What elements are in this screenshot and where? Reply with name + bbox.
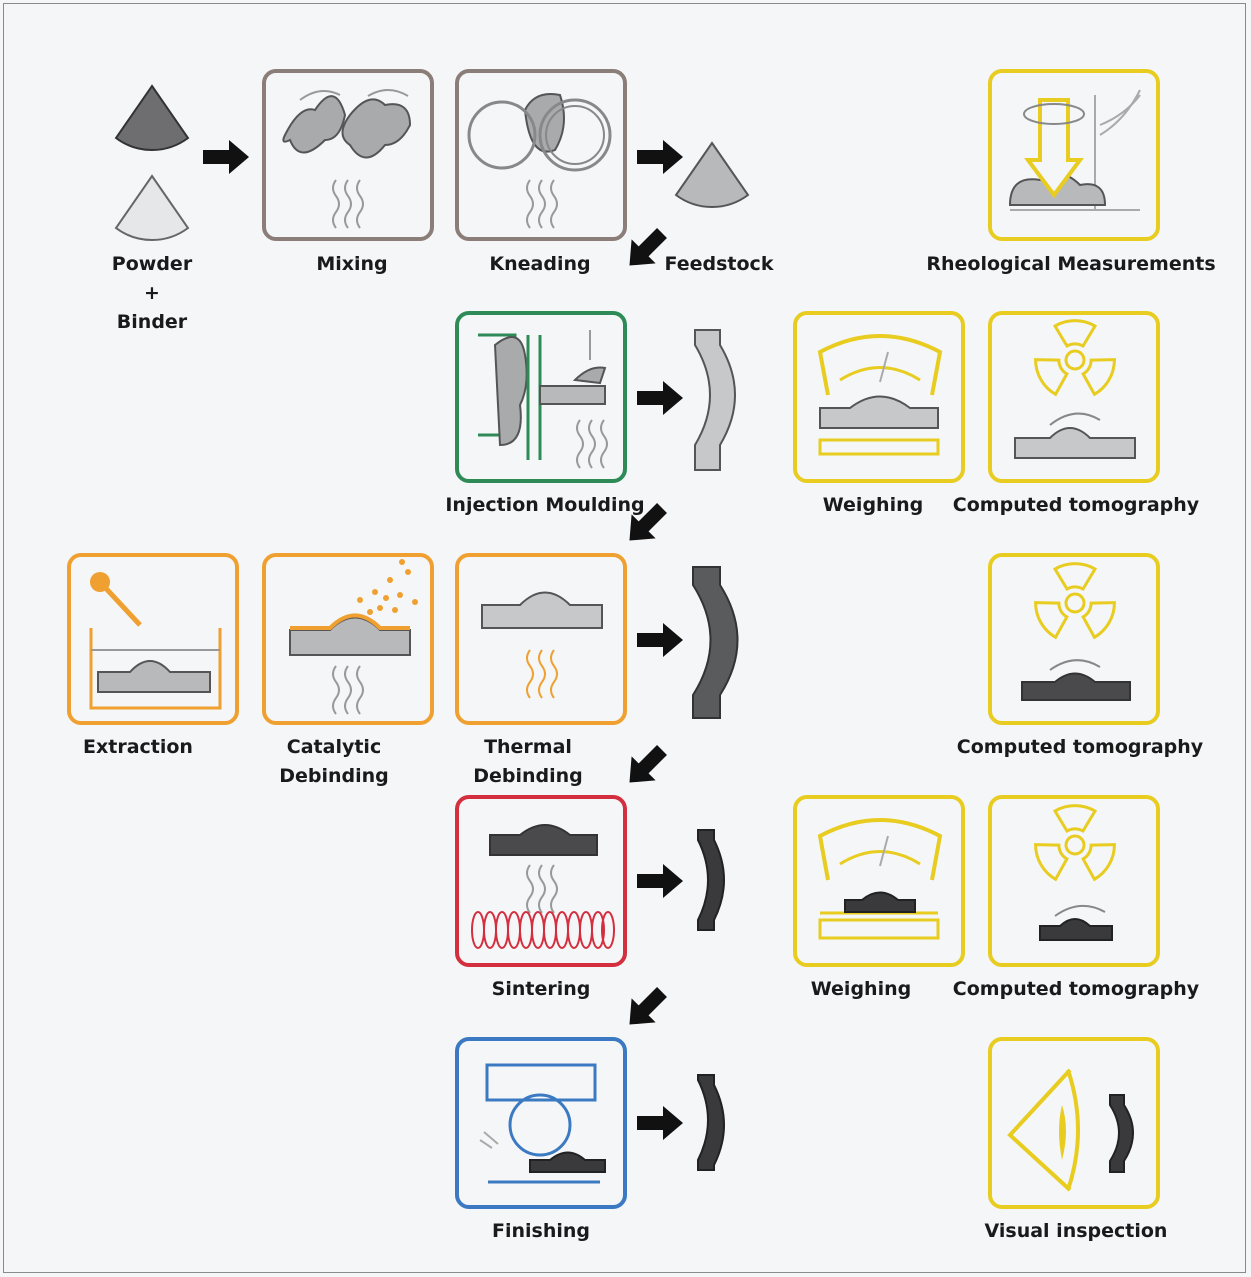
finishing-label: Finishing [492, 1220, 590, 1242]
weighing-box-1 [793, 311, 965, 483]
arrow-down-to-finishing-icon [617, 979, 675, 1037]
arrow-to-brown-part-icon [637, 623, 683, 657]
binder-icon [114, 174, 190, 241]
binder-label: Binder [117, 311, 188, 333]
arrow-to-green-part-icon [637, 381, 683, 415]
arrow-to-feedstock-icon [637, 140, 683, 174]
brown-part-icon [692, 566, 739, 719]
thermal-label-2: Debinding [473, 765, 583, 787]
ct-label-2: Computed tomography [957, 736, 1204, 758]
thermal-debinding-box [455, 553, 627, 725]
visual-inspection-box [988, 1037, 1160, 1209]
rheological-label: Rheological Measurements [926, 253, 1215, 275]
ct-label-1: Computed tomography [953, 494, 1200, 516]
sintered-part-icon [697, 829, 725, 931]
kneading-label: Kneading [489, 253, 590, 275]
sintering-label: Sintering [492, 978, 591, 1000]
weighing-label-2: Weighing [811, 978, 911, 1000]
mixing-label: Mixing [316, 253, 387, 275]
injection-moulding-box [455, 311, 627, 483]
catalytic-label-2: Debinding [279, 765, 389, 787]
powder-icon [114, 84, 190, 151]
powder-label: Powder [112, 253, 193, 275]
figure-border [3, 3, 1246, 1273]
arrow-to-finished-part-icon [637, 1106, 683, 1140]
rheological-box [988, 69, 1160, 241]
injection-label: Injection Moulding [445, 494, 644, 516]
ct-box-3 [988, 795, 1160, 967]
catalytic-label-1: Catalytic [287, 736, 381, 758]
arrow-to-mixing-icon [203, 140, 249, 174]
weighing-box-2 [793, 795, 965, 967]
finishing-box [455, 1037, 627, 1209]
ct-label-3: Computed tomography [953, 978, 1200, 1000]
sintering-box [455, 795, 627, 967]
visual-inspection-label: Visual inspection [985, 1220, 1168, 1242]
plus-label: + [144, 282, 160, 304]
catalytic-debinding-box [262, 553, 434, 725]
kneading-box [455, 69, 627, 241]
ct-box-2 [988, 553, 1160, 725]
arrow-to-sintered-part-icon [637, 864, 683, 898]
weighing-label-1: Weighing [823, 494, 923, 516]
finished-part-icon [697, 1074, 725, 1171]
ct-box-1 [988, 311, 1160, 483]
feedstock-icon [674, 141, 750, 208]
arrow-down-to-sintering-icon [617, 737, 675, 795]
mixing-box [262, 69, 434, 241]
extraction-label: Extraction [83, 736, 193, 758]
green-part-icon [694, 329, 736, 471]
feedstock-label: Feedstock [665, 253, 774, 275]
extraction-box [67, 553, 239, 725]
thermal-label-1: Thermal [484, 736, 572, 758]
